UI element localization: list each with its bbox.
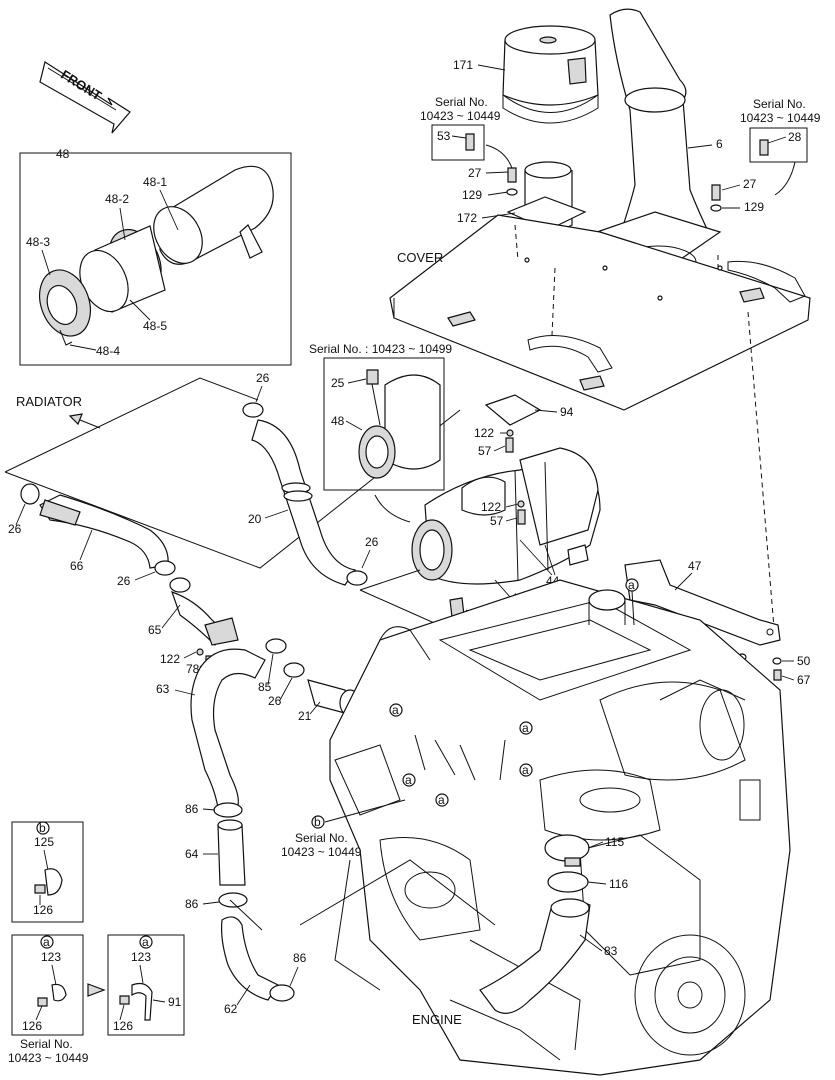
air-cleaner-exploded-box: 48 48-1 48-2 48-3 48-5 48-4	[19, 147, 292, 366]
callout-125: 125	[34, 835, 54, 849]
transition-arrow	[87, 983, 106, 997]
callout-48-4: 48-4	[96, 344, 120, 358]
hose-66-assembly: 26 66 26	[8, 483, 176, 588]
callout-28: 28	[788, 130, 802, 144]
callout-129-right: 129	[744, 200, 764, 214]
callout-123-b: 123	[131, 950, 151, 964]
guide-lines	[514, 224, 776, 641]
callout-57-top: 57	[478, 444, 492, 458]
callout-83: 83	[604, 944, 618, 958]
callout-26-e: 26	[268, 694, 282, 708]
marker-a-1: a	[628, 578, 635, 592]
inset-a-marker-2: a	[142, 935, 149, 949]
callout-50-right: 50	[797, 654, 811, 668]
marker-a-2: a	[392, 703, 399, 717]
inset-b: b 125 126	[11, 821, 84, 923]
callout-129-left: 129	[462, 188, 482, 202]
callout-57-mid: 57	[490, 514, 504, 528]
callout-26-a: 26	[256, 371, 270, 385]
callout-26-c: 26	[8, 522, 22, 536]
callout-27-right: 27	[743, 177, 757, 191]
serial-box-air-cleaner: Serial No. : 10423 ~ 10499 25 48	[309, 342, 452, 523]
serial-top-right-1: Serial No.	[753, 97, 806, 111]
inset-a-new: a 123 91 126	[107, 934, 185, 1036]
engine-label: ENGINE	[412, 1012, 462, 1027]
precleaner-assembly: 171 172 27 129	[453, 25, 599, 263]
marker-a-4: a	[438, 793, 445, 807]
callout-53: 53	[437, 129, 451, 143]
callout-91: 91	[168, 995, 182, 1009]
callout-48: 48	[56, 147, 70, 161]
callout-171: 171	[453, 58, 473, 72]
serial-top-left-2: 10423 ~ 10449	[420, 109, 501, 123]
inset-b-marker: b	[39, 821, 46, 835]
serial-bottom-1: Serial No.	[20, 1037, 73, 1051]
callout-126-a: 126	[22, 1019, 42, 1033]
callout-66: 66	[70, 559, 84, 573]
callout-85: 85	[258, 680, 272, 694]
marker-a-5: a	[522, 721, 529, 735]
exhaust-stack: 6 27 129	[595, 8, 764, 279]
callout-48-inset: 48	[331, 414, 345, 428]
callout-64: 64	[185, 847, 199, 861]
callout-86-a: 86	[185, 802, 199, 816]
callout-172: 172	[457, 211, 477, 225]
engine-block: ENGINE	[329, 579, 791, 1076]
callout-25-inset: 25	[331, 376, 345, 390]
serial-mid: Serial No. : 10423 ~ 10499	[309, 342, 452, 356]
serial-b-2: 10423 ~ 10449	[281, 845, 362, 859]
callout-21: 21	[298, 709, 312, 723]
serial-bottom-2: 10423 ~ 10449	[8, 1051, 89, 1065]
callout-86-b: 86	[185, 897, 199, 911]
front-arrow: FRONT	[39, 61, 131, 134]
callout-26-b: 26	[365, 535, 379, 549]
hose-20-assembly: 26 20 26	[242, 371, 379, 586]
engine-cover: COVER	[389, 214, 811, 411]
callout-47: 47	[688, 559, 702, 573]
inset-a-old: a 123 126 Serial No. 10423 ~ 10449	[8, 934, 89, 1065]
marker-a-3: a	[405, 773, 412, 787]
serial-box-28: Serial No. 10423 ~ 10449 28	[740, 97, 821, 196]
callout-115: 115	[605, 835, 624, 849]
reference-markers: a a a a a a b Serial No. 10423 ~ 10449	[281, 578, 639, 926]
inset-a-marker-1: a	[43, 935, 50, 949]
lower-hoses: 86 64 86 62 86	[185, 802, 307, 1016]
callout-116: 116	[609, 877, 628, 891]
callout-86-c: 86	[293, 951, 307, 965]
bracket-94-assembly: 94 122 57 122 57	[474, 394, 574, 528]
callout-20: 20	[248, 512, 262, 526]
callout-48-5: 48-5	[143, 319, 167, 333]
callout-126-c: 126	[113, 1019, 133, 1033]
callout-122-left: 122	[160, 652, 180, 666]
callout-123-a: 123	[41, 950, 61, 964]
callout-122-mid: 122	[481, 500, 501, 514]
callout-48-1: 48-1	[143, 175, 167, 189]
callout-27-left: 27	[468, 166, 482, 180]
radiator-label: RADIATOR	[16, 394, 82, 409]
serial-top-right-2: 10423 ~ 10449	[740, 111, 821, 125]
callout-62: 62	[224, 1002, 238, 1016]
callout-122-top: 122	[474, 426, 494, 440]
marker-b: b	[314, 815, 321, 829]
callout-94: 94	[560, 405, 574, 419]
callout-48-2: 48-2	[105, 192, 129, 206]
callout-65: 65	[148, 623, 162, 637]
cover-label: COVER	[397, 250, 443, 265]
callout-67-right: 67	[797, 673, 811, 687]
callout-126-b: 126	[33, 903, 53, 917]
serial-top-left-1: Serial No.	[435, 95, 488, 109]
callout-6: 6	[716, 137, 723, 151]
intake-elbow-assembly: 115 116 83	[479, 834, 628, 1014]
callout-48-3: 48-3	[26, 235, 50, 249]
callout-78: 78	[186, 662, 200, 676]
serial-b-1: Serial No.	[295, 831, 348, 845]
serial-box-53: Serial No. 10423 ~ 10449 53	[420, 95, 513, 169]
callout-63: 63	[156, 682, 170, 696]
marker-a-6: a	[522, 763, 529, 777]
callout-26-d: 26	[117, 574, 131, 588]
